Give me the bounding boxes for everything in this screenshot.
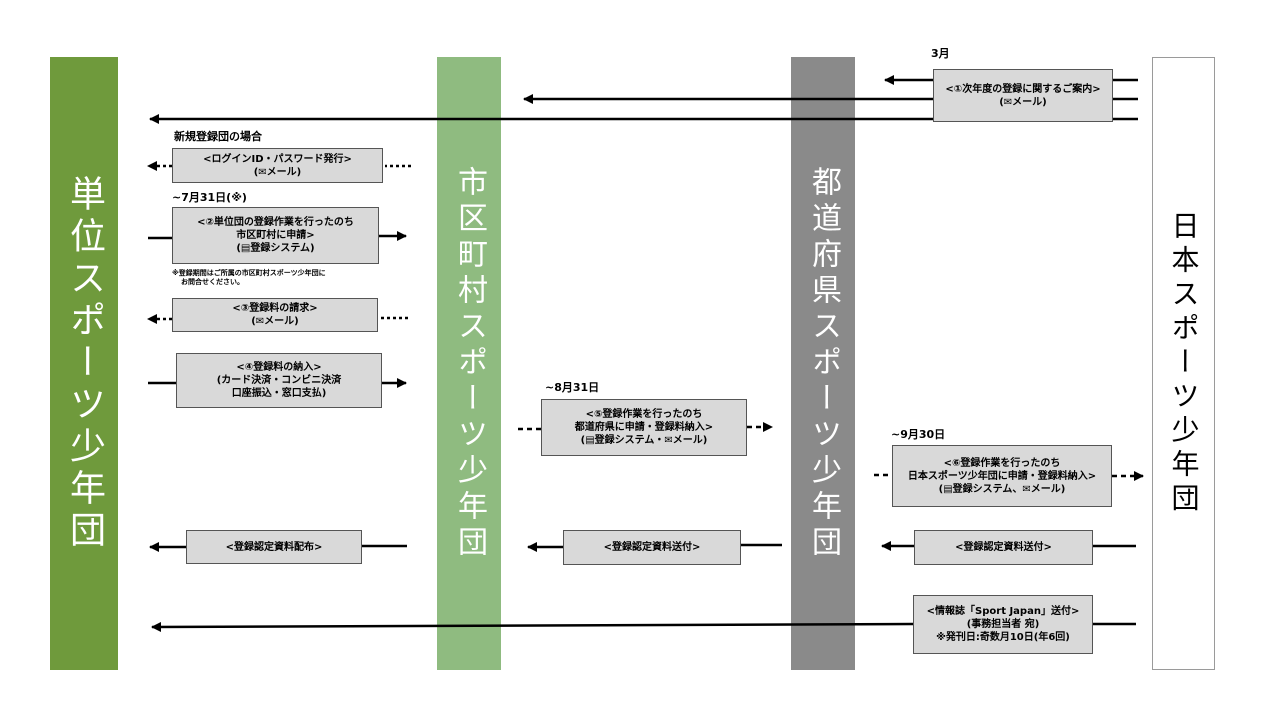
box-magazine-line1: <情報誌「Sport Japan」送付> <box>926 606 1080 617</box>
box-cert-send-pref-label: <登録認定資料送付> <box>955 542 1052 553</box>
box-step5-pref-apply: <⑤登録作業を行ったのち 都道府県に申請・登録料納入> (▤登録システム・✉メー… <box>541 399 747 456</box>
box-cert-send-city: <登録認定資料送付> <box>563 530 741 565</box>
box-step4-line2: (カード決済・コンビニ決済 <box>216 375 342 386</box>
note-line-1: ※登録期間はご所属の市区町村スポーツ少年団に <box>172 269 326 277</box>
column-title-city: 市区町村スポーツ少年団 <box>452 165 487 562</box>
column-japan-sports-club: 日本スポーツ少年団 <box>1152 57 1215 670</box>
box-step6-line2: 日本スポーツ少年団に申請・登録料納入> <box>907 470 1097 482</box>
column-title-jsa: 日本スポーツ少年団 <box>1167 210 1201 517</box>
note-line-2: お問合せください。 <box>181 277 244 286</box>
box-step6-line1: <⑥登録作業を行ったのち <box>943 457 1061 469</box>
box-step2-apply: <②単位団の登録作業を行ったのち 市区町村に申請> (▤登録システム) <box>172 207 379 264</box>
label-new-group: 新規登録団の場合 <box>174 130 262 143</box>
box-step3-line2: (✉メール) <box>251 316 299 327</box>
column-prefecture-sports-club: 都道府県スポーツ少年団 <box>791 57 855 670</box>
column-title-pref: 都道府県スポーツ少年団 <box>806 165 841 562</box>
column-unit-sports-club: 単位スポーツ少年団 <box>50 57 118 670</box>
box-login-line2: (✉メール) <box>253 166 302 178</box>
box-step3-invoice: <③登録料の請求> (✉メール) <box>172 298 378 332</box>
box-login-issue: <ログインID・パスワード発行> (✉メール) <box>172 148 383 183</box>
box-magazine-line3: ※発刊日:奇数月10日(年6回) <box>936 632 1070 643</box>
box-step6-jsa-apply: <⑥登録作業を行ったのち 日本スポーツ少年団に申請・登録料納入> (▤登録システ… <box>892 445 1112 507</box>
box-cert-send-pref: <登録認定資料送付> <box>914 530 1093 565</box>
box-step1-line1: <①次年度の登録に関するご案内> <box>945 83 1101 95</box>
box-step5-line1: <⑤登録作業を行ったのち <box>585 409 703 420</box>
box-cert-distribution: <登録認定資料配布> <box>186 530 362 564</box>
box-step6-line3: (▤登録システム、✉メール) <box>938 483 1066 495</box>
box-step4-line1: <④登録料の納入> <box>236 362 322 373</box>
box-step1-guide: <①次年度の登録に関するご案内> (✉メール) <box>933 69 1113 122</box>
box-cert-send-city-label: <登録認定資料送付> <box>603 542 701 553</box>
box-magazine-line2: (事務担当者 宛) <box>966 619 1040 630</box>
arrow-magazine-to-unit <box>151 621 914 632</box>
box-step4-payment: <④登録料の納入> (カード決済・コンビニ決済 口座振込・窓口支払) <box>176 353 382 408</box>
box-step2-line1: <②単位団の登録作業を行ったのち <box>197 217 354 228</box>
box-login-line1: <ログインID・パスワード発行> <box>203 153 352 165</box>
box-step2-line2: 市区町村に申請> <box>236 230 315 241</box>
column-city-sports-club: 市区町村スポーツ少年団 <box>437 57 501 670</box>
box-step2-line3: (▤登録システム) <box>236 243 315 254</box>
column-title-unit: 単位スポーツ少年団 <box>64 174 105 553</box>
box-step4-line3: 口座振込・窓口支払) <box>231 388 327 399</box>
registration-period-note: ※登録期間はご所属の市区町村スポーツ少年団に お問合せください。 <box>172 269 326 287</box>
label-deadline-jul31: ~7月31日(※) <box>172 191 247 204</box>
label-march: 3月 <box>931 47 950 60</box>
box-step3-line1: <③登録料の請求> <box>232 303 318 314</box>
box-cert-distribution-label: <登録認定資料配布> <box>225 541 323 553</box>
box-step1-line2: (✉メール) <box>999 96 1047 108</box>
label-deadline-aug31: ~8月31日 <box>545 381 600 394</box>
label-deadline-sep30: ~9月30日 <box>891 428 946 441</box>
box-sport-japan-magazine: <情報誌「Sport Japan」送付> (事務担当者 宛) ※発刊日:奇数月1… <box>913 595 1093 654</box>
box-step5-line3: (▤登録システム・✉メール) <box>580 435 708 446</box>
box-step5-line2: 都道府県に申請・登録料納入> <box>574 422 714 433</box>
